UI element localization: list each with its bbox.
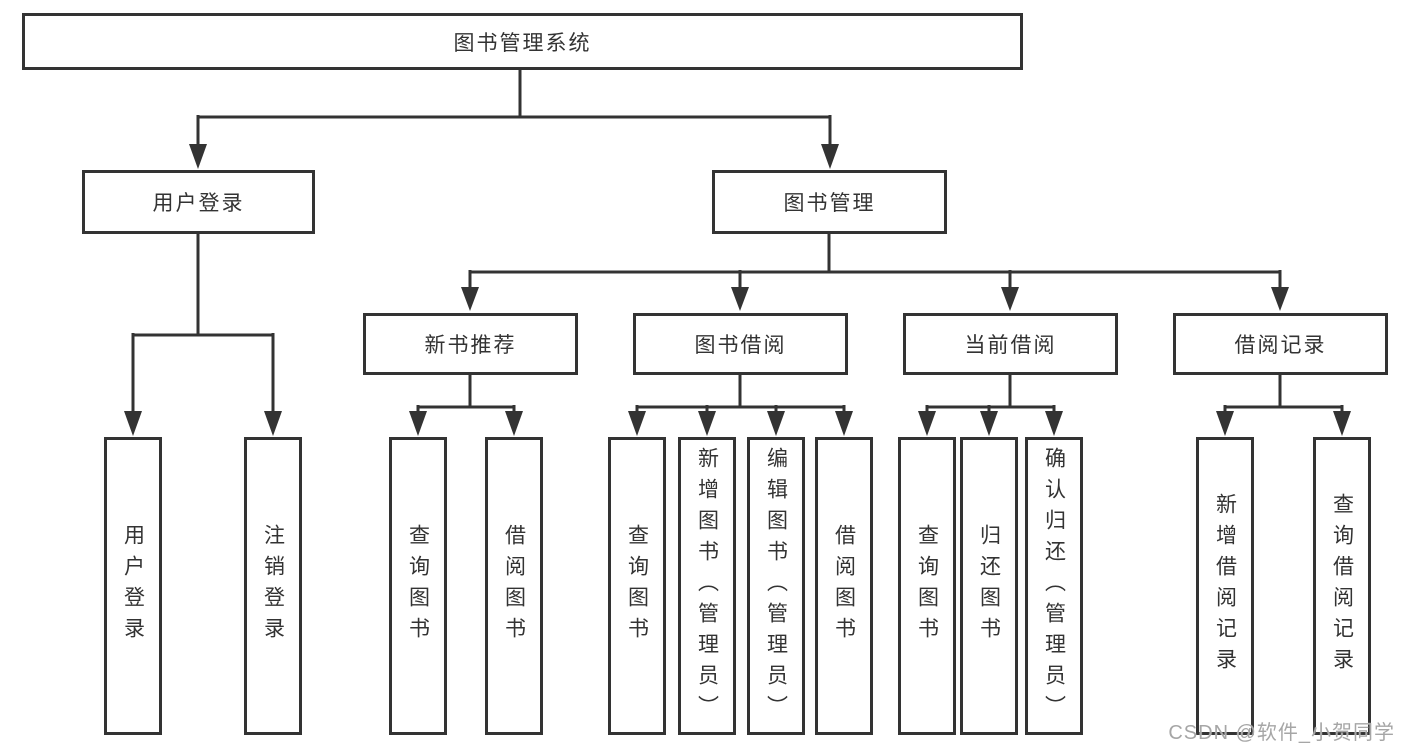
leaf-query-books-recommend: 查询图书 <box>389 437 447 735</box>
leaf-edit-books-admin: 编辑图书（管理员） <box>747 437 805 735</box>
leaf-logout: 注销登录 <box>244 437 302 735</box>
node-book-management: 图书管理 <box>712 170 947 234</box>
csdn-watermark: CSDN @软件_小贺同学 <box>1168 722 1395 744</box>
leaf-query-books-current: 查询图书 <box>898 437 956 735</box>
leaf-borrow-books-recommend: 借阅图书 <box>485 437 543 735</box>
node-user-login: 用户登录 <box>82 170 315 234</box>
leaf-return-books: 归还图书 <box>960 437 1018 735</box>
node-root-system: 图书管理系统 <box>22 13 1023 70</box>
leaf-add-books-admin: 新增图书（管理员） <box>678 437 736 735</box>
leaf-confirm-return-admin: 确认归还（管理员） <box>1025 437 1083 735</box>
leaf-query-books-borrow: 查询图书 <box>608 437 666 735</box>
leaf-user-login: 用户登录 <box>104 437 162 735</box>
leaf-query-borrow-record: 查询借阅记录 <box>1313 437 1371 735</box>
node-new-book-recommendation: 新书推荐 <box>363 313 578 375</box>
node-borrowing-records: 借阅记录 <box>1173 313 1388 375</box>
node-current-borrowing: 当前借阅 <box>903 313 1118 375</box>
leaf-borrow-books: 借阅图书 <box>815 437 873 735</box>
leaf-add-borrow-record: 新增借阅记录 <box>1196 437 1254 735</box>
node-book-borrowing: 图书借阅 <box>633 313 848 375</box>
